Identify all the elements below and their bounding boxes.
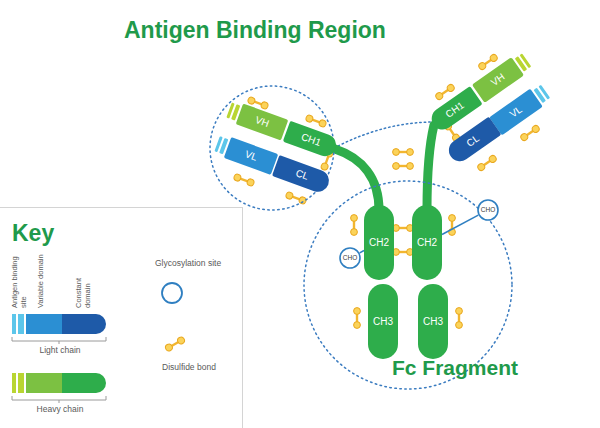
constant-domain-sample <box>62 373 106 393</box>
sulfur-atom <box>164 343 173 352</box>
variable-domain-sample <box>26 314 62 334</box>
domain-label: CH1 <box>300 131 323 149</box>
leader-line <box>360 251 364 253</box>
disulfide-bond <box>351 215 358 236</box>
binding-site-sample <box>12 314 16 334</box>
binding-site-sample <box>18 314 24 334</box>
disulfide-bond <box>285 191 307 205</box>
light-variable-domain: VL <box>224 137 279 175</box>
glycan-ring <box>478 200 498 220</box>
disulfide-bond <box>477 154 498 172</box>
column-heading: Variable domain <box>36 252 45 308</box>
ch2-domain: CH2 <box>364 205 394 280</box>
domain-label: VL <box>243 148 259 163</box>
disulfide-bond <box>520 124 541 142</box>
disulfide-bond <box>233 173 255 187</box>
region-heading: Fc Fragment <box>392 356 518 380</box>
hinge-region <box>335 149 379 210</box>
bracket <box>12 396 106 403</box>
legend-sample <box>147 328 242 362</box>
ch3-domain: CH3 <box>418 284 448 359</box>
domain-label: VL <box>508 104 525 121</box>
glycosylation-site: CHO <box>339 247 361 269</box>
light-constant-domain: CL <box>272 155 332 195</box>
domain-label: CL <box>294 167 310 183</box>
constant-domain-sample <box>62 314 106 334</box>
column-heading: Constant domain <box>74 252 92 308</box>
domain-label: CL <box>464 132 481 149</box>
disulfide-bond <box>456 308 463 329</box>
disulfide-sample <box>164 336 185 352</box>
heavy-variable-domain: VH <box>472 57 524 103</box>
hinge-region <box>427 125 434 210</box>
ch2-domain: CH2 <box>412 205 442 280</box>
legend-label: Light chain <box>10 345 110 355</box>
glycosylation-sample <box>162 283 182 303</box>
legend-label: Glycosylation site <box>155 258 242 268</box>
sulfur-atom <box>176 336 185 345</box>
binding-site-sample <box>12 373 16 393</box>
domain-label: CHO <box>343 254 357 262</box>
domain-label: VH <box>253 114 270 130</box>
heavy-constant-domain: CH1 <box>283 121 339 159</box>
column-heading: Antigen binding site <box>10 252 28 308</box>
disulfide-bond <box>354 308 361 329</box>
leader-line <box>442 215 478 234</box>
heavy-variable-domain: VH <box>236 103 289 140</box>
domain-label: CH3 <box>423 316 443 328</box>
domain-label: CH2 <box>369 237 389 249</box>
legend-sample <box>10 312 110 346</box>
hinge-outline <box>338 122 434 146</box>
domain-label: VH <box>489 71 507 89</box>
domain-label: CH2 <box>417 237 437 249</box>
disulfide-bond <box>449 215 456 236</box>
disulfide-bond <box>393 149 414 156</box>
legend-label: Disulfide bond <box>162 362 242 372</box>
glycan-ring <box>340 248 360 268</box>
region-heading: Key <box>12 220 54 246</box>
disulfide-bond <box>305 114 327 128</box>
legend-label: Heavy chain <box>10 404 110 414</box>
dotted-circle <box>210 86 334 210</box>
legend-sample <box>147 276 242 310</box>
region-heading: Antigen Binding Region <box>124 17 386 43</box>
disulfide-bond <box>393 225 414 232</box>
domain-label: CH3 <box>373 316 393 328</box>
disulfide-bond <box>393 163 414 170</box>
glycosylation-site: CHO <box>477 199 499 221</box>
antigen-binding-region: Antigen Binding RegionVHCH1VLCL <box>209 85 335 211</box>
bracket <box>12 337 106 344</box>
binding-site-sample <box>18 373 24 393</box>
ch3-domain: CH3 <box>368 284 398 359</box>
domain-label: CH1 <box>443 99 466 120</box>
key-box: KeyAntigen binding site Variable domain Co… <box>0 207 243 428</box>
disulfide-bond <box>393 249 414 256</box>
variable-domain-sample <box>26 373 62 393</box>
legend-sample <box>10 371 110 405</box>
domain-label: CHO <box>481 206 495 214</box>
